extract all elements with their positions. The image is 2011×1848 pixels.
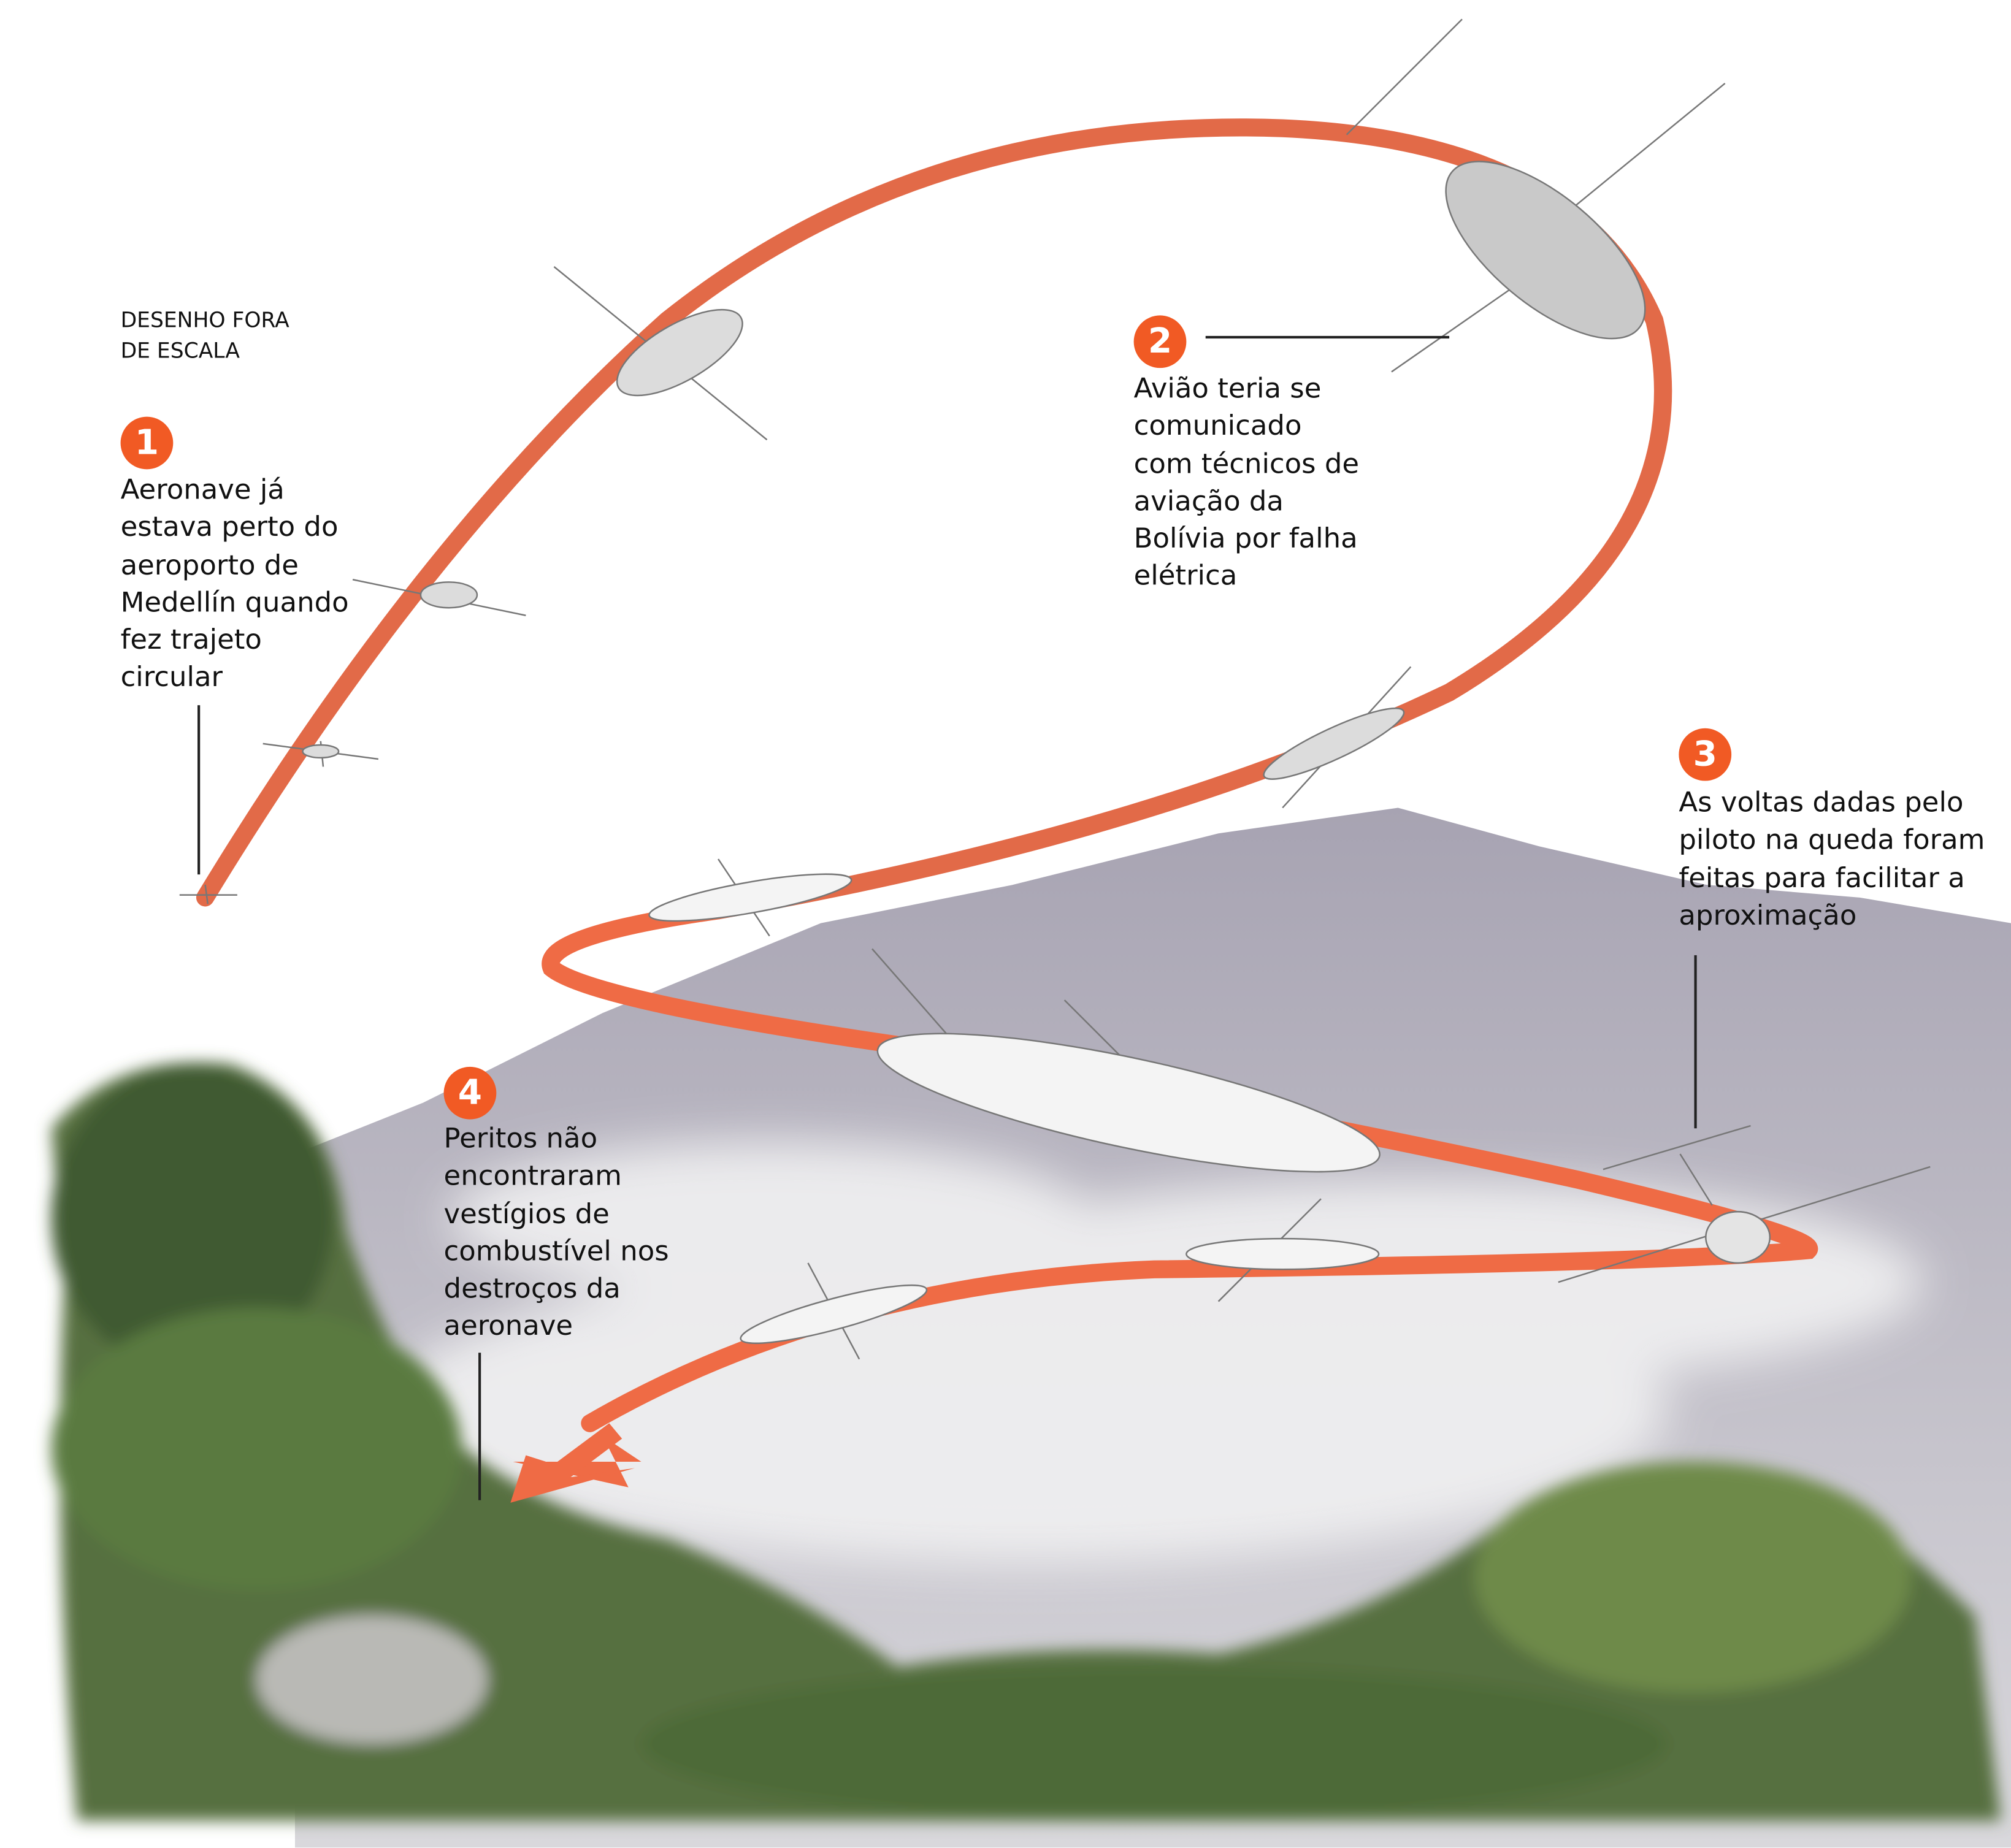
callout-1-text: Aeronave já estava perto do aeroporto de…: [121, 472, 349, 698]
airplane-icon: [1346, 18, 1726, 373]
leader-line-4: [478, 1353, 481, 1500]
callout-line: estava perto do: [120, 512, 339, 544]
callout-line: piloto na queda foram: [1679, 825, 1985, 857]
callout-line: Bolívia por falha: [1133, 523, 1358, 556]
airplane-icon: [1558, 1124, 1931, 1283]
forest: [51, 1062, 2001, 1821]
airplane-icon: [871, 948, 1381, 1173]
callout-line: aproximação: [1679, 899, 1857, 933]
scale-note-line: DESENHO FORA: [120, 307, 289, 332]
leader-line-3: [1694, 955, 1696, 1129]
step-badge-4: 4: [443, 1066, 497, 1120]
callout-line: aeronave: [443, 1311, 573, 1343]
callout-line: comunicado: [1133, 410, 1302, 443]
airplane-icon: [1263, 666, 1412, 809]
callout-2-text: Avião teria se comunicado com técnicos d…: [1134, 370, 1359, 596]
callout-line: combustível nos: [443, 1235, 669, 1268]
airplane-icon: [352, 578, 526, 617]
callout-line: vestígios de: [443, 1198, 610, 1231]
callout-line: Medellín quando: [120, 587, 349, 619]
airplane-icon: [179, 884, 237, 904]
callout-line: encontraram: [443, 1161, 622, 1193]
arrow-head: [510, 1423, 635, 1503]
scale-note-line: DE ESCALA: [120, 338, 240, 363]
callout-line: As voltas dadas pelo: [1679, 787, 1964, 820]
callout-line: aviação da: [1133, 486, 1284, 518]
callout-line: destroços da: [443, 1273, 621, 1306]
callout-line: elétrica: [1133, 560, 1238, 594]
airplane-icon: [648, 858, 852, 937]
leader-line-1: [197, 705, 200, 875]
callout-line: feitas para facilitar a: [1679, 862, 1965, 895]
callout-line: com técnicos de: [1133, 448, 1360, 481]
callout-line: circular: [120, 662, 223, 695]
fog: [385, 1141, 1924, 1565]
step-badge-1: 1: [120, 416, 174, 470]
callout-line: fez trajeto: [120, 624, 262, 657]
airplane-icon: [262, 741, 379, 767]
airplanes: [179, 18, 1931, 1360]
callout-line: Avião teria se: [1133, 373, 1322, 405]
callout-4-text: Peritos não encontraram vestígios de com…: [444, 1121, 669, 1346]
callout-line: aeroporto de: [120, 549, 299, 582]
step-badge-2: 2: [1133, 315, 1187, 368]
leader-line-2: [1205, 335, 1450, 338]
scale-note: DESENHO FORA DE ESCALA: [121, 305, 289, 367]
airplane-icon: [1186, 1198, 1380, 1302]
airplane-icon: [740, 1262, 928, 1360]
step-badge-3: 3: [1679, 728, 1732, 781]
callout-3-text: As voltas dadas pelo piloto na queda for…: [1679, 785, 1985, 935]
callout-line: Peritos não: [443, 1123, 598, 1156]
airplane-icon: [553, 265, 768, 441]
callout-line: Aeronave já: [120, 474, 285, 507]
